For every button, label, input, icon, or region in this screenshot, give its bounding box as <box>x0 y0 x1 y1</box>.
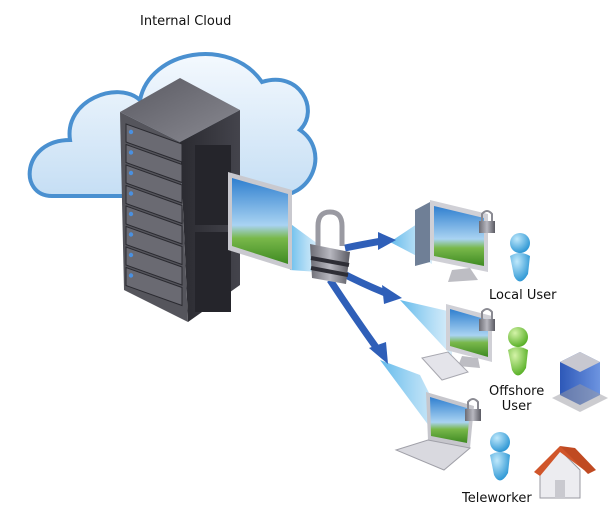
server-units <box>125 123 183 307</box>
server-status-light <box>128 150 134 155</box>
server-status-light <box>128 191 134 196</box>
desktop-tower-monitor <box>415 200 495 282</box>
server-status-light <box>128 129 134 135</box>
server-status-light <box>128 232 134 237</box>
server-rack <box>120 78 240 322</box>
teleworker-user-icon <box>490 432 510 481</box>
server-unit <box>125 143 183 184</box>
local-user-icon <box>510 233 530 282</box>
server-unit <box>125 266 183 307</box>
server-status-light <box>128 273 134 278</box>
server-unit <box>125 184 183 225</box>
server-unit <box>125 164 183 204</box>
server-unit <box>125 123 183 163</box>
offshore-user-icon <box>508 327 528 376</box>
small-padlock-icon <box>465 398 481 421</box>
local-user-label: Local User <box>489 288 557 303</box>
small-padlock-icon <box>479 308 495 331</box>
virtual-desktop-screen <box>228 172 292 270</box>
server-unit <box>125 205 183 245</box>
diagram-title: Internal Cloud <box>140 14 232 29</box>
connection-arrows <box>327 232 402 364</box>
offshore-user-label-line1: Offshore <box>489 384 545 399</box>
arrow-to-local-user <box>344 232 396 252</box>
house-icon <box>534 446 596 499</box>
desktop-monitor-keyboard <box>421 304 495 381</box>
server-status-light <box>128 211 134 217</box>
offshore-user-label: Offshore User <box>489 384 544 414</box>
server-status-light <box>128 170 134 176</box>
padlock-icon <box>310 209 350 284</box>
small-padlock-icon <box>479 210 495 233</box>
arrow-to-teleworker <box>327 278 388 364</box>
server-status-light <box>128 252 134 258</box>
server-unit <box>125 225 183 266</box>
teleworker-label: Teleworker <box>462 491 532 506</box>
offshore-user-label-line2: User <box>501 399 532 414</box>
office-building-icon <box>552 352 608 412</box>
arrow-to-offshore-user <box>338 268 402 304</box>
laptop <box>394 392 481 471</box>
server-unit <box>125 246 183 286</box>
